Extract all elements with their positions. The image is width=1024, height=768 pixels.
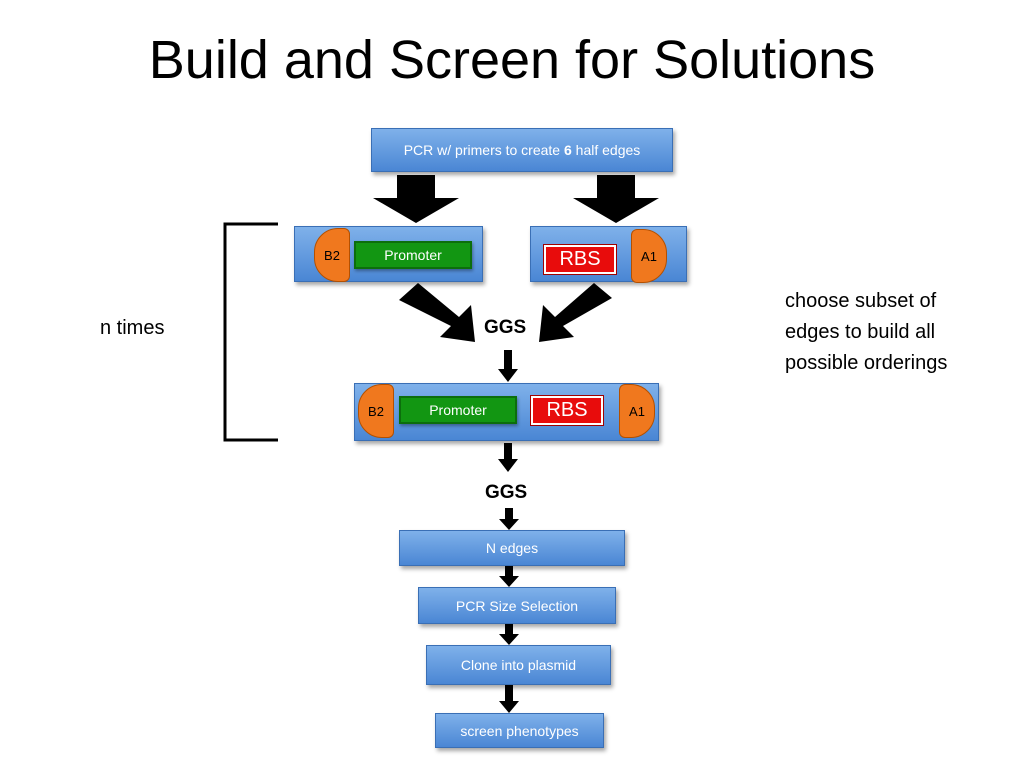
combined-promoter-block: Promoter bbox=[399, 396, 517, 424]
combined-b2-end-cap: B2 bbox=[358, 384, 394, 438]
subset-note-line-1: choose subset of bbox=[785, 290, 937, 312]
combined-a1-end-cap: A1 bbox=[619, 384, 655, 438]
diag-arrow-left bbox=[399, 283, 475, 342]
n-edges-label: N edges bbox=[485, 540, 539, 556]
b2-end-label: B2 bbox=[324, 247, 340, 263]
clone-into-plasmid-box: Clone into plasmid bbox=[426, 645, 611, 685]
down-arrow-left bbox=[373, 175, 459, 223]
pcr-primers-box: PCR w/ primers to create 6 half edges bbox=[371, 128, 673, 172]
down-arrow-nedges bbox=[499, 566, 519, 587]
pcr-size-selection-box: PCR Size Selection bbox=[418, 587, 616, 624]
repeat-bracket bbox=[223, 222, 278, 442]
a1-end-label: A1 bbox=[641, 248, 657, 264]
combined-promoter-label: Promoter bbox=[429, 402, 487, 418]
screen-phenotypes-box: screen phenotypes bbox=[435, 713, 604, 748]
pcr-size-selection-label: PCR Size Selection bbox=[455, 597, 579, 614]
subset-note: choose subset of edges to build all poss… bbox=[785, 286, 947, 379]
clone-into-plasmid-label: Clone into plasmid bbox=[460, 657, 577, 673]
n-times-label: n times bbox=[100, 317, 165, 339]
subset-note-line-2: edges to build all bbox=[785, 321, 936, 343]
subset-note-line-3: possible orderings bbox=[785, 352, 948, 374]
promoter-label: Promoter bbox=[384, 247, 442, 263]
down-arrow-pcr bbox=[499, 624, 519, 645]
b2-end-cap: B2 bbox=[314, 228, 350, 282]
screen-phenotypes-label: screen phenotypes bbox=[460, 722, 579, 739]
pcr-primers-count: 6 bbox=[563, 142, 572, 158]
a1-end-cap: A1 bbox=[631, 229, 667, 283]
down-arrow-right bbox=[573, 175, 659, 223]
down-arrow-ggs1 bbox=[498, 350, 518, 382]
n-edges-box: N edges bbox=[399, 530, 625, 566]
diag-arrow-right bbox=[539, 283, 612, 342]
combined-rbs-block: RBS bbox=[531, 396, 603, 425]
down-arrow-combined bbox=[498, 443, 518, 472]
rbs-block: RBS bbox=[544, 245, 616, 274]
pcr-primers-suffix: half edges bbox=[571, 142, 641, 158]
combined-b2-label: B2 bbox=[368, 403, 384, 419]
down-arrow-ggs2 bbox=[499, 508, 519, 530]
pcr-primers-prefix: PCR w/ primers to create bbox=[403, 142, 564, 158]
down-arrow-clone bbox=[499, 685, 519, 713]
rbs-label: RBS bbox=[559, 248, 601, 270]
combined-a1-label: A1 bbox=[629, 403, 645, 419]
combined-rbs-label: RBS bbox=[546, 399, 588, 421]
ggs-label-1: GGS bbox=[484, 317, 527, 338]
slide-title: Build and Screen for Solutions bbox=[148, 30, 876, 90]
promoter-block: Promoter bbox=[354, 241, 472, 269]
ggs-label-2: GGS bbox=[485, 482, 528, 503]
